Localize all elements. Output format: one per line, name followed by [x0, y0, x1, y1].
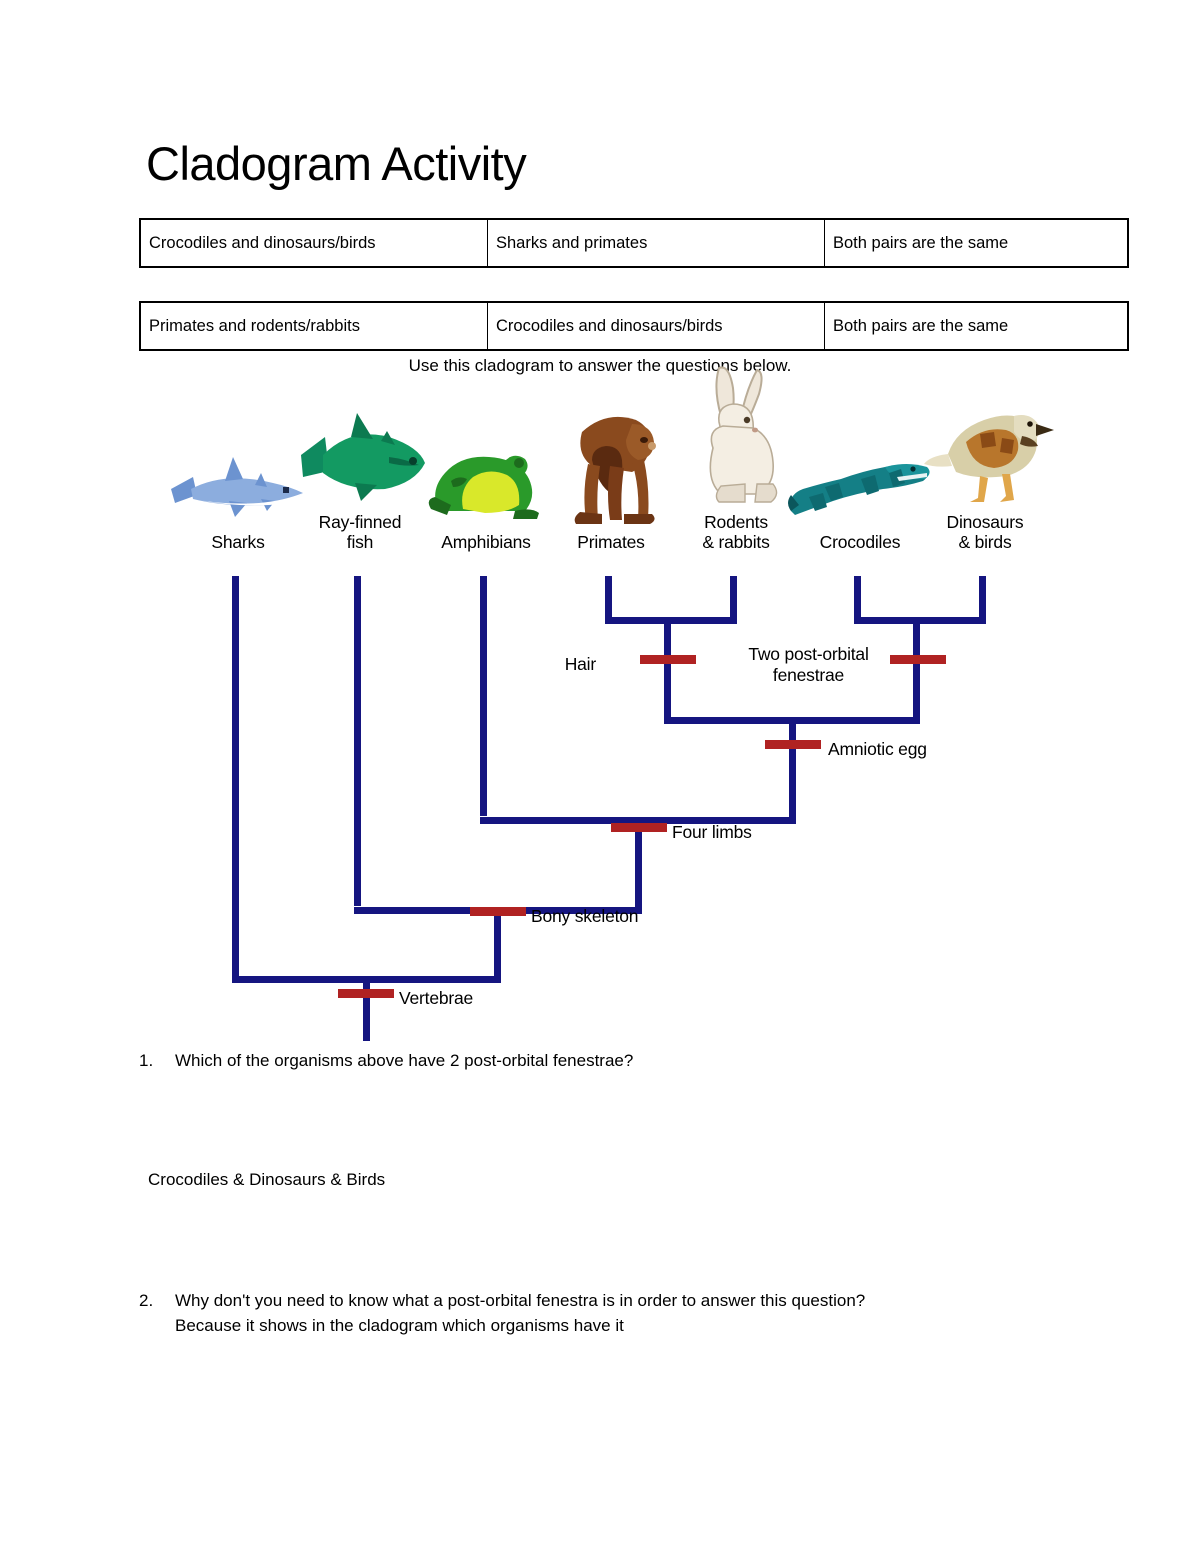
clade-tetrapods-stem — [635, 817, 642, 907]
taxon-amphibians: Amphibians — [411, 455, 561, 552]
rabbit-icon-svg — [709, 366, 778, 503]
taxon-ray-finned-fish: Ray-finned fish — [285, 413, 435, 552]
bird-icon — [910, 382, 1060, 512]
taxon-label: Dinosaurs & birds — [946, 512, 1024, 552]
branch-sharks — [232, 576, 239, 976]
branch-amphibians — [480, 576, 487, 816]
shark-icon-svg — [171, 457, 303, 517]
root-stem — [363, 976, 370, 1041]
branch-dinosaurs — [979, 576, 986, 617]
trait-mark-two-post-orbital-fenestrae — [890, 655, 946, 664]
cladogram-caption: Use this cladogram to answer the questio… — [408, 356, 792, 375]
trait-label-vertebrae: Vertebrae — [399, 988, 474, 1008]
crocodile-icon — [785, 417, 935, 532]
answer-options-table-1: Crocodiles and dinosaurs/birds Sharks an… — [139, 218, 1129, 268]
shark-icon — [163, 417, 313, 532]
trait-label-amniotic-egg: Amniotic egg — [828, 739, 927, 759]
taxon-primates: Primates — [536, 416, 686, 552]
question-1-text: Which of the organisms above have 2 post… — [175, 1051, 634, 1070]
option-cell-1c[interactable]: Both pairs are the same — [824, 218, 1129, 268]
ray-finned-fish-icon-svg — [301, 413, 425, 501]
frog-icon — [411, 417, 561, 532]
bird-icon-svg — [924, 415, 1054, 502]
trait-label-bony-skeleton: Bony skeleton — [531, 906, 639, 926]
taxon-sharks: Sharks — [163, 457, 313, 552]
trait-mark-hair — [640, 655, 696, 664]
monkey-icon — [536, 402, 686, 532]
trait-label-two-post-orbital-fenestrae: Two post-orbital fenestrae — [748, 644, 869, 685]
taxon-label: Ray-finned fish — [318, 512, 402, 552]
frog-icon-svg — [428, 455, 539, 519]
option-cell-1a[interactable]: Crocodiles and dinosaurs/birds — [139, 218, 488, 268]
branch-rodents — [730, 576, 737, 617]
trait-mark-vertebrae — [338, 989, 394, 998]
spacer — [139, 1313, 175, 1338]
rabbit-icon — [661, 362, 811, 512]
option-cell-1b[interactable]: Sharks and primates — [487, 218, 825, 268]
crocodile-icon-svg — [788, 464, 930, 515]
option-cell-2b[interactable]: Crocodiles and dinosaurs/birds — [487, 301, 825, 351]
clade-amniotes-stem — [789, 717, 796, 817]
answer-1[interactable]: Crocodiles & Dinosaurs & Birds — [148, 1170, 386, 1189]
clade-mammals-bar — [605, 617, 737, 624]
taxon-dinosaurs-birds: Dinosaurs & birds — [910, 415, 1060, 552]
question-2-row: 2. Why don't you need to know what a pos… — [139, 1288, 1079, 1313]
trait-mark-amniotic-egg — [765, 740, 821, 749]
page-title: Cladogram Activity — [146, 137, 527, 190]
branch-primates — [605, 576, 612, 617]
trait-label-hair: Hair — [564, 654, 596, 674]
table-row: Primates and rodents/rabbits Crocodiles … — [139, 301, 1129, 351]
clade-archosaurs-stem — [913, 617, 920, 717]
taxon-label: Primates — [577, 532, 645, 552]
taxon-label: Crocodiles — [819, 532, 901, 552]
trait-label-four-limbs: Four limbs — [672, 822, 752, 842]
question-1: 1. Which of the organisms above have 2 p… — [139, 1048, 1079, 1073]
question-2-number: 2. — [139, 1291, 154, 1310]
ray-finned-fish-icon — [285, 397, 435, 512]
clade-archosaurs-bar — [854, 617, 986, 624]
taxon-label: Sharks — [211, 532, 265, 552]
clade-mammals-stem — [664, 617, 671, 717]
taxon-crocodiles: Crocodiles — [785, 464, 935, 552]
question-1-number: 1. — [139, 1051, 154, 1070]
cladogram-figure: Sharks Ray-finned fish — [0, 366, 1200, 1046]
taxon-label: Amphibians — [441, 532, 531, 552]
question-1-row: 1. Which of the organisms above have 2 p… — [139, 1048, 1079, 1073]
option-cell-2c[interactable]: Both pairs are the same — [824, 301, 1129, 351]
trait-mark-four-limbs — [611, 823, 667, 832]
branch-ray-finned — [354, 576, 361, 906]
answer-2[interactable]: Because it shows in the cladogram which … — [175, 1316, 624, 1335]
taxon-label: Rodents & rabbits — [702, 512, 770, 552]
trait-mark-bony-skeleton — [470, 907, 526, 916]
answer-options-table-2: Primates and rodents/rabbits Crocodiles … — [139, 301, 1129, 351]
question-2-answer-row: Because it shows in the cladogram which … — [139, 1313, 1079, 1338]
monkey-icon-svg — [574, 416, 656, 524]
clade-bony-stem — [494, 907, 501, 976]
branch-crocodiles — [854, 576, 861, 617]
option-cell-2a[interactable]: Primates and rodents/rabbits — [139, 301, 488, 351]
question-2-text: Why don't you need to know what a post-o… — [175, 1291, 866, 1310]
table-row: Crocodiles and dinosaurs/birds Sharks an… — [139, 218, 1129, 268]
question-2: 2. Why don't you need to know what a pos… — [139, 1288, 1079, 1338]
taxon-rodents-rabbits: Rodents & rabbits — [661, 366, 811, 552]
